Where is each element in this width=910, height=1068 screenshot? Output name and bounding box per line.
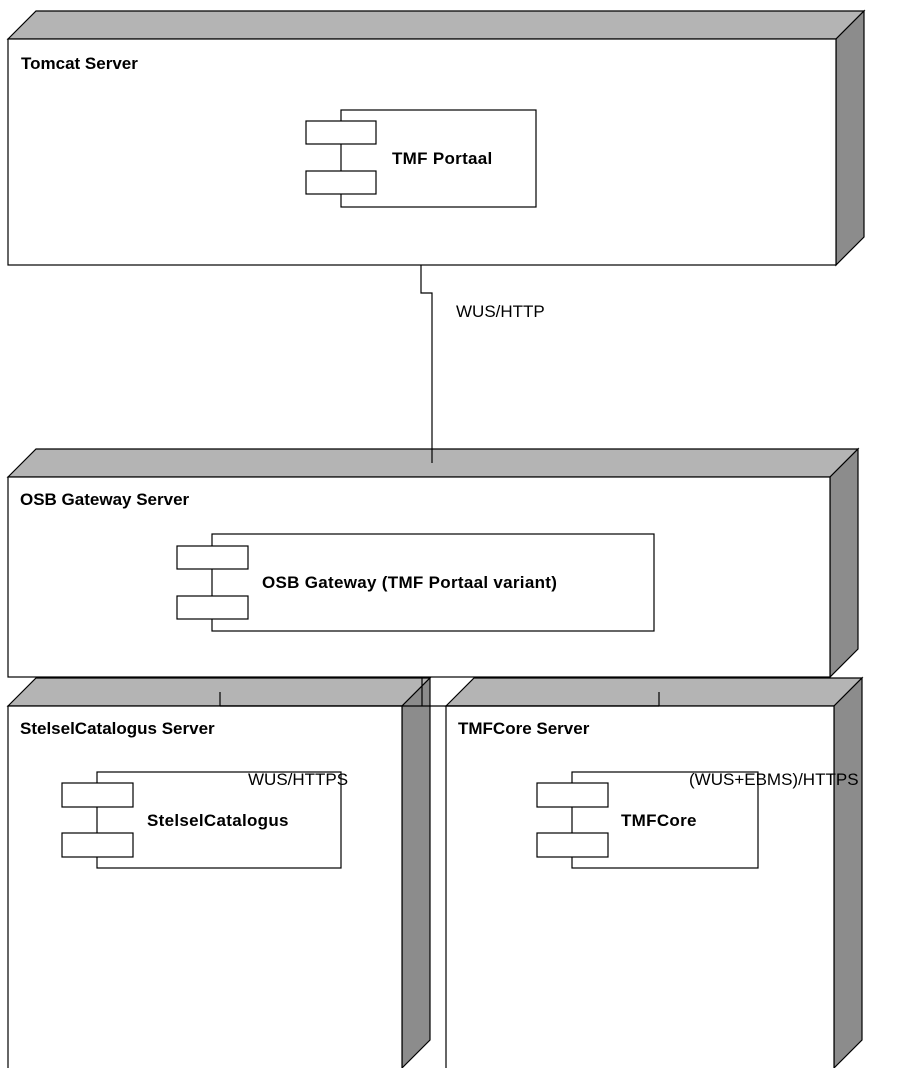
node-tmfcore-server: TMFCore Server TMFCore bbox=[444, 676, 864, 1068]
component-port-bottom bbox=[536, 832, 609, 858]
node-title: StelselCatalogus Server bbox=[20, 719, 215, 738]
node-title: Tomcat Server bbox=[21, 54, 138, 73]
component-label: OSB Gateway (TMF Portaal variant) bbox=[262, 573, 557, 592]
node-front-face bbox=[7, 705, 403, 1068]
component-port-bottom bbox=[176, 595, 249, 620]
node-top-face bbox=[6, 10, 866, 40]
component-port-top bbox=[61, 782, 134, 808]
connection-tomcat-osb bbox=[420, 265, 433, 463]
node-side-face bbox=[833, 676, 863, 1068]
connection-label-tomcat-osb: WUS/HTTP bbox=[456, 302, 545, 321]
component-port-top bbox=[305, 120, 377, 145]
node-side-face bbox=[829, 447, 859, 679]
component-body bbox=[211, 533, 655, 632]
node-side-face bbox=[401, 676, 431, 1068]
node-top-face bbox=[6, 677, 432, 707]
node-top-face bbox=[6, 448, 860, 478]
connection-label-osb-tmfcore: (WUS+EBMS)/HTTPS bbox=[689, 770, 859, 789]
component-port-top bbox=[176, 545, 249, 570]
component-label: StelselCatalogus bbox=[147, 811, 289, 830]
component-port-bottom bbox=[61, 832, 134, 858]
component-label: TMFCore bbox=[621, 811, 697, 830]
connection-label-osb-stelsel: WUS/HTTPS bbox=[248, 770, 348, 789]
node-stelselcatalogus-server: StelselCatalogus Server StelselCatalogus bbox=[6, 676, 432, 1068]
component-body bbox=[96, 771, 342, 869]
component-port-bottom bbox=[305, 170, 377, 195]
component-tmfcore: TMFCore bbox=[536, 771, 759, 869]
node-title: TMFCore Server bbox=[458, 719, 590, 738]
node-side-face bbox=[835, 9, 865, 267]
component-tmf-portaal: TMF Portaal bbox=[305, 109, 537, 208]
component-osb-gateway: OSB Gateway (TMF Portaal variant) bbox=[176, 533, 655, 632]
component-label: TMF Portaal bbox=[392, 149, 493, 168]
node-osb-gateway-server: OSB Gateway Server OSB Gateway (TMF Port… bbox=[6, 447, 860, 679]
node-tomcat-server: Tomcat Server TMF Portaal bbox=[6, 9, 866, 267]
component-stelselcatalogus: StelselCatalogus bbox=[61, 771, 342, 869]
component-port-top bbox=[536, 782, 609, 808]
node-front-face bbox=[445, 705, 835, 1068]
node-top-face bbox=[444, 677, 864, 707]
node-title: OSB Gateway Server bbox=[20, 490, 190, 509]
